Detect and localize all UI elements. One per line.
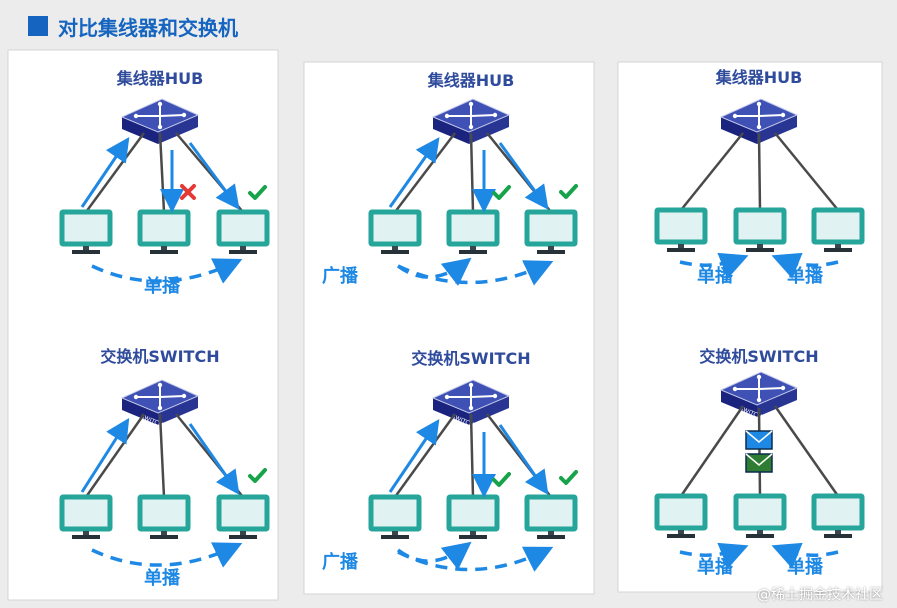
p2-switch-title: 交换机SWITCH <box>411 349 530 368</box>
p1-hub-arrow-up-left <box>80 137 130 208</box>
p3-hub-unicast-label-left: 单播 <box>697 265 734 287</box>
p3-hub-pc-1 <box>654 207 708 252</box>
p1-hub-hub-device <box>120 98 200 144</box>
p3-switch-envelope-icon-blue <box>745 430 773 450</box>
p1-hub-arrow-down-right <box>188 142 240 210</box>
p3-switch-unicast-path-left <box>679 542 749 569</box>
p1-hub-cable-1 <box>84 132 146 213</box>
title-marker <box>28 16 48 36</box>
p1-switch-title: 交换机SWITCH <box>100 347 219 366</box>
p1-switch-pc-1 <box>59 494 113 539</box>
p3-switch-unicast-label-right: 单播 <box>787 556 824 578</box>
p2-hub-check-icon-right <box>559 184 578 199</box>
p3-hub-title: 集线器HUB <box>715 68 803 87</box>
p1-hub-pc-3 <box>216 209 270 254</box>
p1-switch-unicast-path <box>91 542 243 568</box>
p3-hub-pc-3 <box>811 207 865 252</box>
p2-switch-switch-device: SWITCH <box>431 379 511 429</box>
p3-switch-cable-2 <box>757 407 762 497</box>
page-title: 对比集线器和交换机 <box>58 16 238 40</box>
p3-switch-unicast-label-left: 单播 <box>697 556 734 578</box>
p3-hub-unicast-label-right: 单播 <box>787 265 824 287</box>
p2-switch-arrow-down-right <box>498 424 549 495</box>
p1-hub-unicast-label: 单播 <box>144 275 181 297</box>
p3-switch-pc-3 <box>811 493 865 538</box>
p3-hub-cable-2 <box>757 132 762 211</box>
p3-hub-cable-1 <box>680 132 744 211</box>
p2-hub-hub-device <box>431 98 511 144</box>
p3-hub-cable-3 <box>774 132 839 211</box>
p1-switch-arrow-down-right <box>188 423 240 495</box>
p2-switch-broadcast-label: 广播 <box>322 551 359 573</box>
p2-hub-check-icon-middle <box>492 185 511 200</box>
p2-switch-arrow-up-left <box>388 419 440 493</box>
p1-switch-cable-1 <box>84 413 146 498</box>
p1-switch-unicast-label: 单播 <box>144 567 181 589</box>
p1-switch-arrow-up-left <box>80 417 130 493</box>
p3-hub-unicast-path-right <box>771 252 839 279</box>
p3-switch-cable-1 <box>679 405 745 497</box>
p1-switch-pc-3 <box>216 494 270 539</box>
p1-hub-cross-icon <box>180 184 196 200</box>
p1-hub-pc-1 <box>59 209 113 254</box>
p2-hub-cable-1 <box>394 132 456 213</box>
watermark: @稀土掘金技术社区 <box>757 587 883 603</box>
p3-switch-pc-2 <box>733 493 787 538</box>
p3-switch-pc-1 <box>654 493 708 538</box>
p3-hub-unicast-path-left <box>679 252 749 279</box>
p2-switch-check-icon-middle <box>492 472 511 487</box>
p1-switch-pc-2 <box>137 494 191 539</box>
p3-switch-cable-3 <box>773 405 840 497</box>
p1-switch-check-icon <box>248 468 267 483</box>
p1-hub-check-icon <box>248 185 267 200</box>
p3-switch-unicast-path-right <box>771 542 839 569</box>
p2-hub-arrow-up-left <box>388 137 440 208</box>
p1-switch-cable-2 <box>158 413 166 498</box>
p2-hub-arrow-down-right <box>498 142 549 210</box>
p2-switch-pc-1 <box>368 494 422 539</box>
p2-switch-check-icon-right <box>559 470 578 485</box>
p3-hub-hub-device <box>719 98 799 144</box>
p2-switch-cable-1 <box>393 413 457 498</box>
p1-hub-unicast-path <box>91 258 243 284</box>
p3-switch-title: 交换机SWITCH <box>699 347 818 366</box>
p2-hub-broadcast-label: 广播 <box>322 265 359 287</box>
p1-hub-title: 集线器HUB <box>116 69 204 88</box>
p3-hub-pc-2 <box>733 207 787 252</box>
p2-switch-pc-3 <box>524 494 578 539</box>
p2-hub-pc-1 <box>368 209 422 254</box>
p2-hub-pc-3 <box>524 209 578 254</box>
p3-switch-envelope-icon-green <box>745 453 773 473</box>
p2-hub-title: 集线器HUB <box>427 71 515 90</box>
